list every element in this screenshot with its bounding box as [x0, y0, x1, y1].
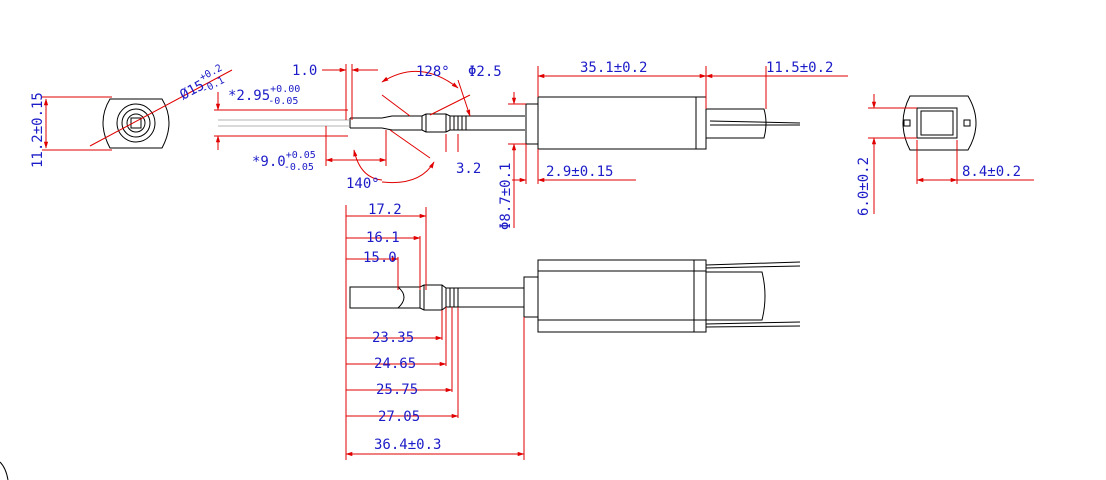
side-lead-wire — [709, 120, 801, 124]
side-angle-128: 128° — [416, 64, 450, 80]
right-view-outline — [902, 95, 977, 151]
bottom-flange — [523, 276, 539, 318]
side-dim-3-2: 3.2 — [456, 161, 481, 177]
end-view-mid-circle — [121, 108, 151, 138]
right-view-right-tab — [963, 119, 971, 127]
right-view-width: 8.4±0.2 — [962, 164, 1021, 180]
bottom-overall-length: 36.4±0.3 — [374, 437, 441, 453]
side-shaft — [218, 113, 525, 133]
side-len-9-0-group: *9.0+0.05-0.05 — [252, 150, 316, 173]
bottom-station-15-0: 15.0 — [363, 250, 397, 266]
side-angle-140: 140° — [346, 176, 380, 192]
side-dia-8-7: Φ8.7±0.1 — [498, 163, 514, 230]
side-width-tol-upper: +0.00 — [270, 84, 300, 95]
bottom-station-27-05: 27.05 — [378, 409, 420, 425]
bottom-station-17-2: 17.2 — [368, 202, 402, 218]
end-view-outline — [102, 98, 170, 149]
end-view-dia-leader — [89, 69, 233, 147]
bottom-station-24-65: 24.65 — [374, 356, 416, 372]
right-view-left-tab — [903, 119, 911, 127]
end-view-square — [130, 117, 142, 129]
side-dim-1-0: 1.0 — [292, 63, 317, 79]
right-view-outer-rect — [916, 107, 958, 139]
side-angle-140-arc — [381, 161, 435, 184]
side-motor-body — [537, 96, 707, 150]
end-view-inner-circle — [126, 113, 146, 133]
right-view-height: 6.0±0.2 — [856, 157, 872, 216]
side-len-11-5: 11.5±0.2 — [766, 60, 833, 76]
bottom-shaft-tip — [349, 286, 405, 309]
side-len-35-1: 35.1±0.2 — [580, 60, 647, 76]
side-width-tol-lower: -0.05 — [268, 96, 298, 107]
corner-arc — [0, 461, 9, 480]
side-len-9-0-upper: +0.05 — [286, 150, 316, 161]
end-view-height-dim: 11.2±0.15 — [30, 92, 46, 168]
bottom-end-cap — [706, 271, 766, 321]
side-width-main: *2.95 — [228, 88, 270, 104]
end-view-dia-group: Ø15+0.2-0.1 — [175, 63, 229, 106]
right-view-inner-rect — [920, 110, 954, 136]
side-flange — [525, 103, 539, 145]
side-width-group: *2.95+0.00-0.05 — [228, 84, 300, 107]
side-len-2-9: 2.9±0.15 — [546, 164, 613, 180]
end-view-outer-circle — [116, 103, 156, 143]
right-view: 6.0±0.2 8.4±0.2 — [856, 94, 1034, 216]
side-angle-128-arc — [381, 70, 459, 89]
side-len-9-0-lower: -0.05 — [284, 162, 314, 173]
bottom-lead-wire-top — [705, 261, 801, 266]
bottom-station-16-1: 16.1 — [366, 230, 400, 246]
side-view: 1.0 *2.95+0.00-0.05 128° Φ2.5 35.1±0.2 1… — [214, 60, 848, 230]
bottom-station-25-75: 25.75 — [376, 382, 418, 398]
side-dia-2-5: Φ2.5 — [468, 64, 502, 80]
side-len-9-0-main: *9.0 — [252, 154, 286, 170]
bottom-station-23-35: 23.35 — [372, 330, 414, 346]
bottom-view: 17.2 16.1 15.0 23.35 24.65 25.75 27.05 3… — [345, 202, 801, 460]
end-view: 11.2±0.15 Ø15+0.2-0.1 — [30, 63, 233, 168]
bottom-lead-wire-bottom — [705, 321, 801, 325]
side-end-cap — [706, 108, 767, 139]
